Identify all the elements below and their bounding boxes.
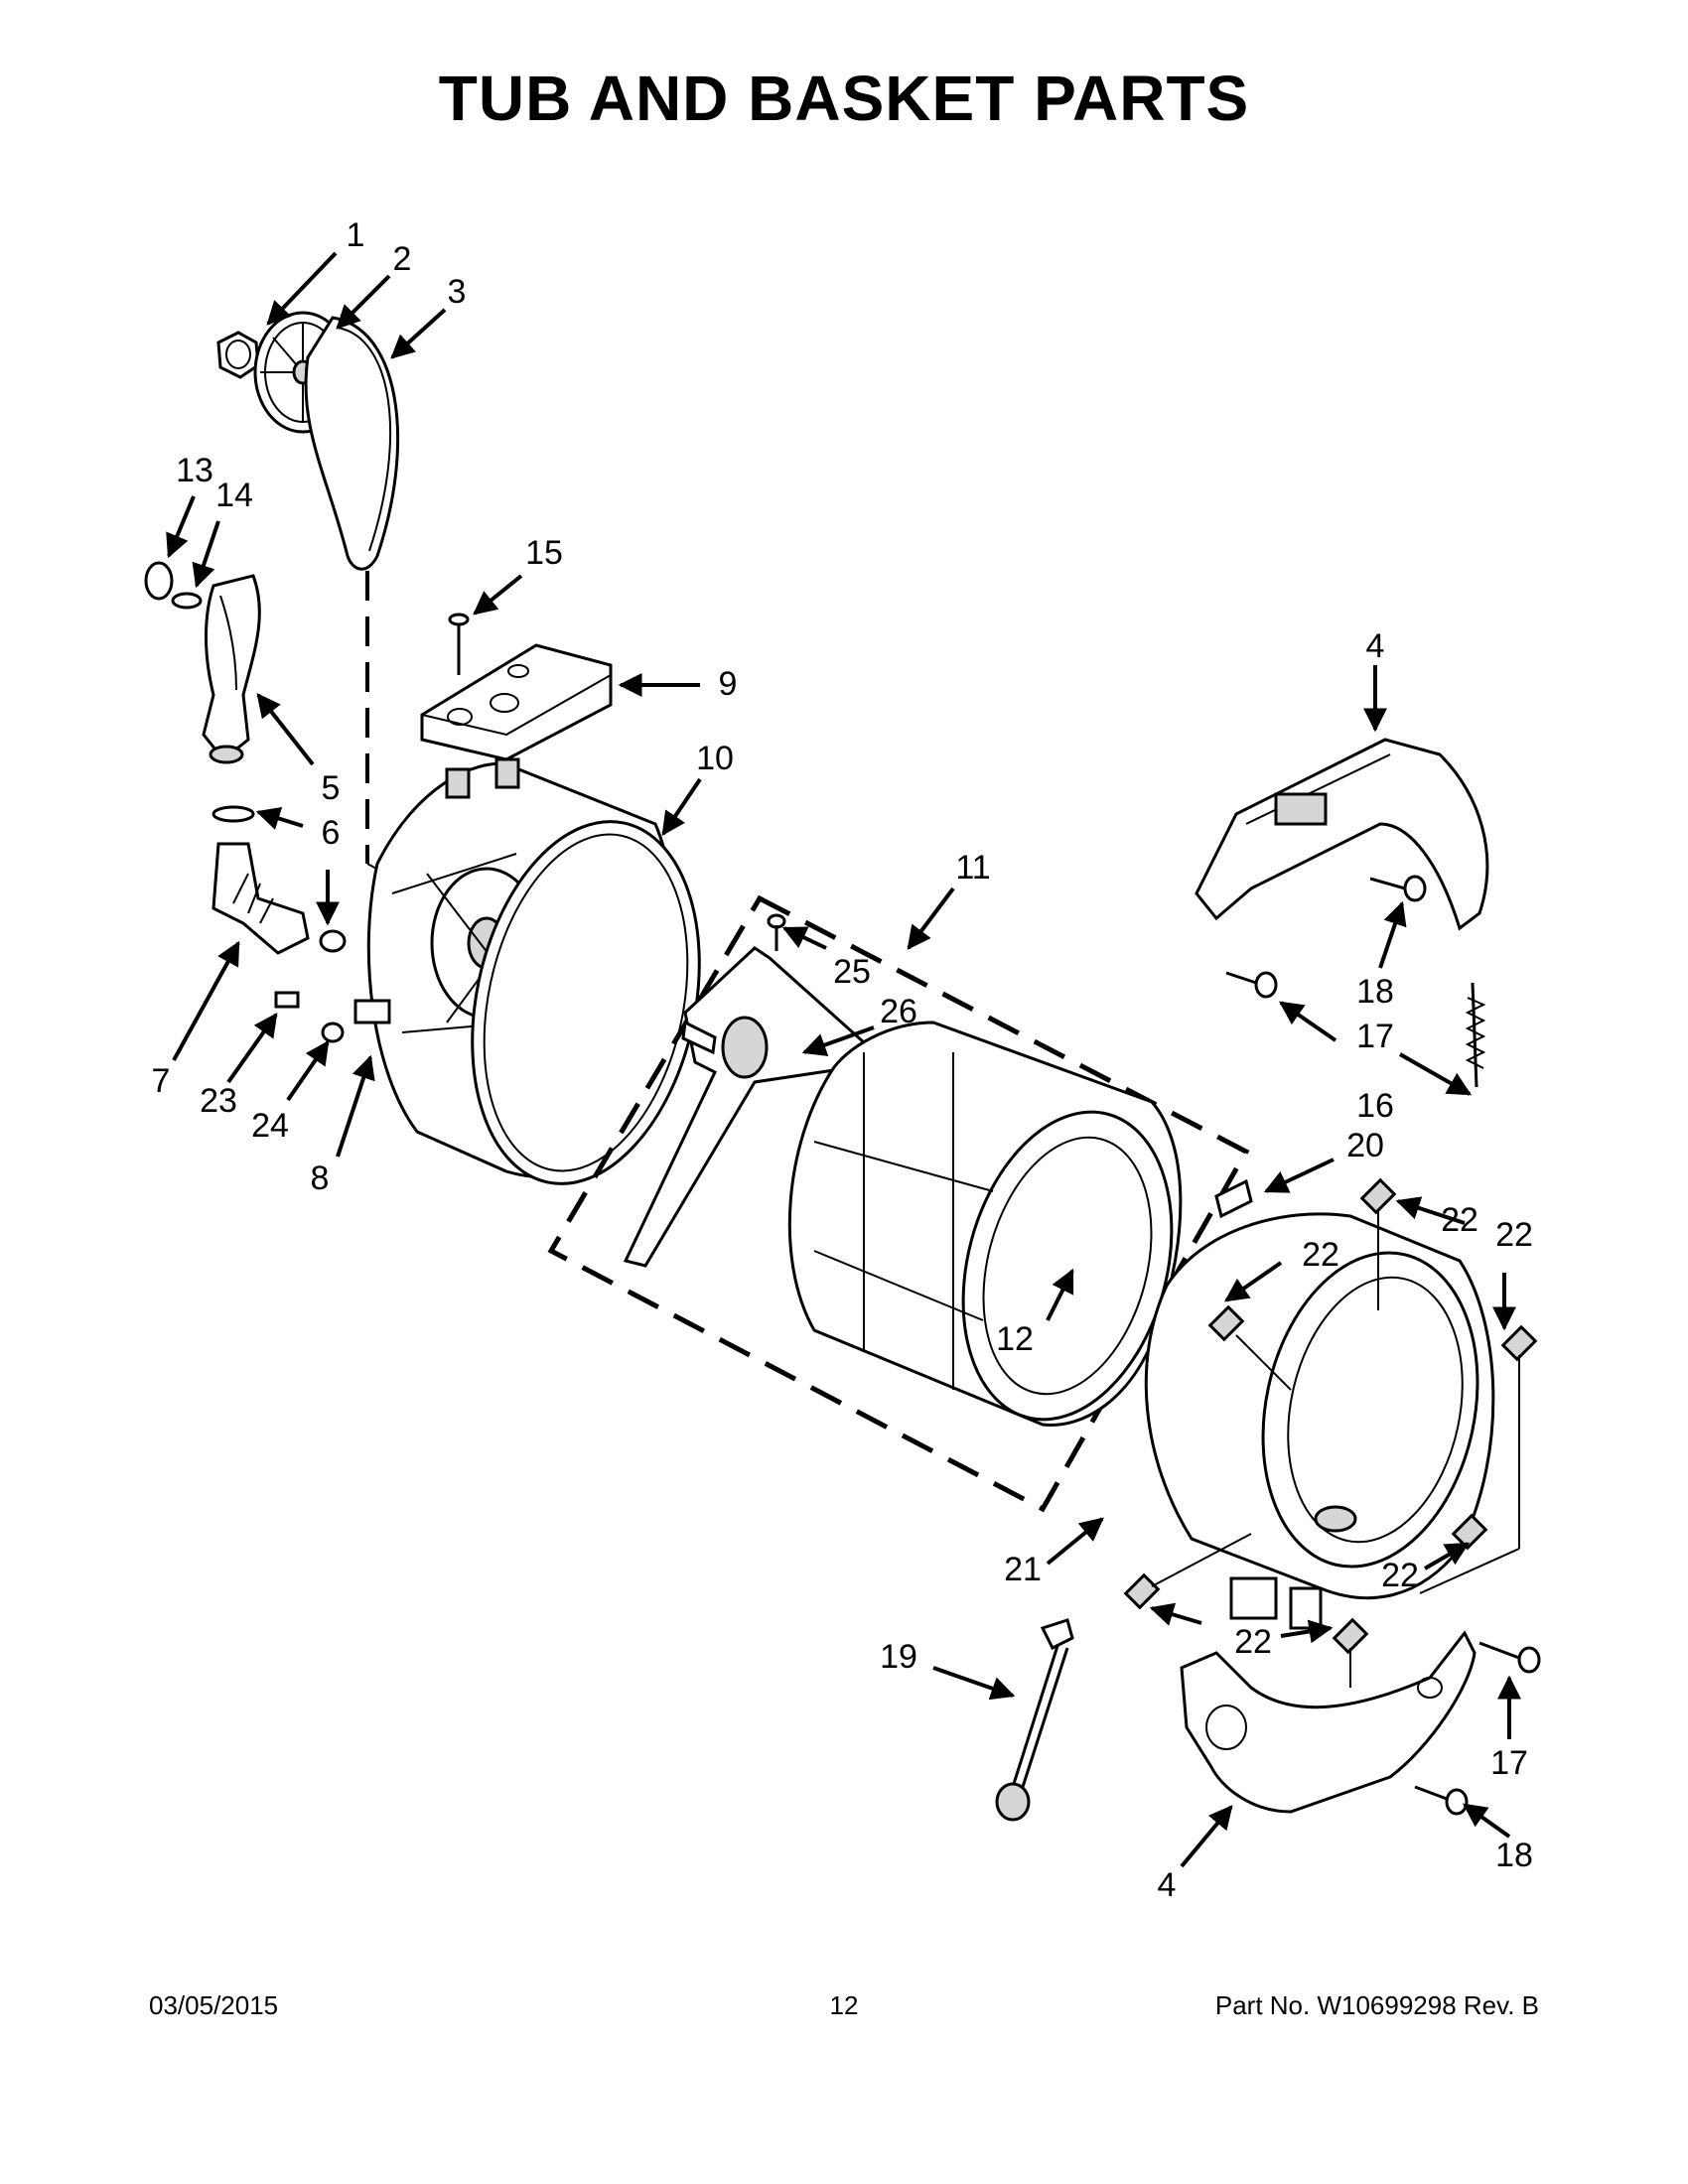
part-bellows [211,842,310,955]
callout-22-a: 22 [1495,1216,1533,1254]
part-spring [1465,982,1486,1088]
callout-9: 9 [719,665,738,703]
callout-13: 13 [176,452,213,489]
footer-part-number: Part No. W10699298 Rev. B [1214,1990,1539,2020]
basket-assembly-box [547,894,1250,1513]
callout-18-top: 18 [1356,973,1394,1011]
part-clamp [144,561,174,601]
callout-7: 7 [152,1062,171,1100]
part-belt [304,316,400,571]
callout-1: 1 [347,216,365,254]
callout-26: 26 [880,993,917,1030]
callout-14: 14 [215,477,253,514]
callout-6: 6 [322,814,341,852]
part-tub-ring [471,820,701,1185]
callout-19: 19 [880,1638,917,1676]
part-hose [202,574,261,764]
callout-21: 21 [1004,1551,1042,1588]
callout-12: 12 [996,1320,1034,1358]
callout-3: 3 [448,273,467,311]
footer-page-number: 12 [829,1990,859,2020]
part-spider [623,946,866,1268]
part-damper [995,1618,1074,1822]
callout-18-bottom: 18 [1495,1837,1533,1874]
callout-2: 2 [393,240,412,278]
callout-22-d: 22 [1381,1557,1419,1594]
page-title: TUB AND BASKET PARTS [438,63,1250,134]
callout-4-bottom: 4 [1158,1866,1177,1904]
part-screw [448,613,470,675]
part-counterweight-bottom [1180,1630,1477,1814]
part-bracket [420,643,613,761]
part-nut [216,331,260,379]
callout-22-e: 22 [1234,1623,1272,1661]
callout-15: 15 [525,534,563,572]
callout-16: 16 [1356,1087,1394,1125]
callout-leaders [166,251,1521,1868]
footer-date: 03/05/2015 [149,1990,279,2020]
callout-17-top: 17 [1356,1018,1394,1055]
part-front-tub [1144,1212,1495,1630]
callout-24: 24 [251,1107,289,1145]
callout-4-top: 4 [1366,627,1385,665]
callout-10: 10 [696,740,734,777]
callout-5: 5 [322,769,341,807]
callout-11: 11 [955,849,990,887]
callout-17-bottom: 17 [1490,1744,1528,1782]
part-clips [1123,1177,1538,1688]
part-basket [787,1021,1183,1428]
callout-22-c: 22 [1441,1201,1478,1239]
part-counterweight-top [1195,738,1489,931]
callout-labels: 1 2 3 13 14 15 4 9 5 10 6 11 7 23 24 25 … [152,216,1533,1904]
callout-8: 8 [311,1160,330,1197]
callout-20: 20 [1346,1127,1384,1164]
callout-25: 25 [833,953,871,991]
callout-22-b: 22 [1302,1236,1339,1274]
callout-23: 23 [200,1082,237,1120]
